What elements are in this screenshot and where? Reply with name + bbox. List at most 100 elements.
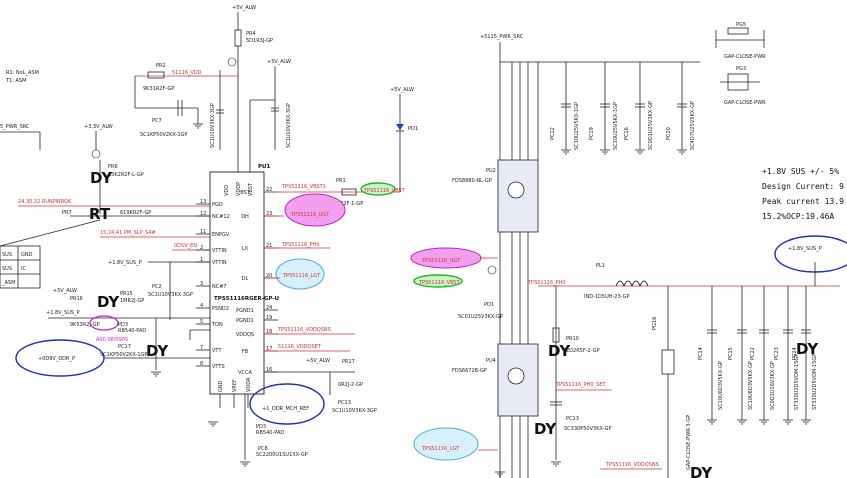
right-net-vbst: TPS51116_VBST (418, 280, 461, 286)
ic-pin-number: 5 (200, 319, 203, 325)
ic-pu1-body (209, 171, 265, 395)
ic-pin-name: NC#7 (212, 284, 227, 290)
ic-pin-name: TON (211, 322, 223, 328)
ic-pin-name: VDDA (246, 377, 252, 392)
gap2-label: GAP-CLOSE-PWR (724, 100, 766, 106)
note-cell: _ASM (1, 280, 15, 286)
dy-marker: DY (146, 342, 169, 360)
dy-marker: DY (534, 420, 557, 438)
pc2-value: SC1U10V3KX-3GP (148, 292, 193, 298)
fet-icon (507, 367, 525, 385)
pr1-ref: PR1 (336, 178, 346, 184)
pc2-ref: PC2 (152, 284, 162, 290)
cap-value: ST330U2D5VDM-15GP (812, 354, 818, 410)
net-en: 0DSV_EN (174, 243, 197, 249)
ground-icon (208, 421, 218, 427)
ic-pins-right: 22BST23DH21LX20DL24PGND119PGND118VDDQS17… (236, 187, 278, 376)
ground-icon (151, 371, 161, 377)
pr16-ref: PR16 (70, 296, 83, 302)
net-sus: +1.8V_SUS_P (108, 260, 142, 266)
ground-icon (561, 149, 571, 155)
ic-pin-number: 12 (200, 211, 206, 217)
ic-pin-name: PSND2 (212, 306, 229, 312)
ic-pin-number: 8 (200, 361, 203, 367)
note-cell: IC (21, 266, 26, 272)
ic-pin-number: 2 (200, 245, 203, 251)
markup-ellipse (275, 258, 325, 290)
cap-ref: PC15 (728, 347, 734, 360)
ddr-p-label: +0D9V_DDR_P (38, 356, 75, 362)
output-capacitors: PC14SC10U6D3V5KX-GPPC15SC10U6D3V5KX-GPPC… (698, 286, 818, 425)
markup-ellipse (413, 427, 479, 461)
test-point-icon (227, 57, 237, 67)
pc13-value: SC1U10V3KX-3GP (332, 408, 377, 414)
gap-pg5 (727, 27, 749, 35)
pc18-value: SC1U10V3KX-3GP (286, 103, 292, 148)
ic-pin-number: 13 (200, 199, 206, 205)
ic-pin-name: VTTS (212, 364, 225, 370)
v5-alw-top-label: +5V_ALW (232, 5, 256, 11)
ground-icon (600, 149, 610, 155)
ic-pin-number: 19 (266, 315, 272, 321)
ic-pin-number: 22 (266, 187, 272, 193)
right-net-vddqsns: TPS51116_VDDQSNS (605, 462, 659, 468)
pc8-ref: PC8 (258, 446, 268, 452)
pu4-value: FDS6672B-GP (452, 368, 487, 374)
pd1-right-ref: PD1 (484, 302, 494, 308)
ic-pin-number: 11 (200, 229, 206, 235)
ic-pin-name: DL (242, 276, 249, 282)
ic-pin-name: DH (241, 214, 249, 220)
dy-marker: DY (97, 293, 120, 311)
spec-design-current: Design Current: 9 (762, 182, 844, 191)
v5-alw-pd-label: +5V_ALW (390, 87, 414, 93)
markup-ellipse (284, 193, 346, 227)
pd1-ref: PD1 (408, 126, 418, 132)
ic-pin-name: PGND1 (236, 308, 254, 314)
net-lgt: TPS51116_LGT (282, 273, 321, 279)
ground-icon (737, 419, 747, 425)
markup-circle (249, 383, 325, 425)
net-runpwrok: 24,30,32 RUNPWROK (18, 199, 72, 205)
v5-alw-mid: +5V_ALW (306, 358, 330, 364)
ic-pin-name: VTT (212, 348, 222, 354)
pl1-value: IND-1D5UH-23-GP (584, 294, 630, 300)
ddr-ref-label: +1_DDR_MCH_REF (262, 406, 309, 412)
right-net-lgt: TPS51116_LGT (421, 446, 460, 452)
cap-value: SC10U6D3V5KX-GP (748, 361, 754, 410)
net-ph0-set: TPS51116_PH0_SET (555, 382, 606, 388)
ic-pin-number: 3 (200, 281, 203, 287)
spec-voltage: +1.8V SUS +/- 5% (762, 167, 839, 176)
ic-pin-name: VTTIN (212, 248, 227, 254)
pr4-value: 5D1R3J-GP (246, 38, 273, 44)
ground-icon (193, 123, 203, 129)
pc13-ref: PC13 (338, 400, 351, 406)
cap-ref: PC12 (550, 127, 556, 140)
resistor-pr10 (552, 327, 560, 343)
dy-marker: DY (796, 340, 819, 358)
pc8-value: SC2200U1SU1XX-GP (256, 452, 308, 458)
pc7-value: SC1KP50V2KX-1GP (140, 132, 187, 138)
pwr-src-left: 5_PWR_SRC (0, 124, 30, 130)
resistor-pr2 (147, 71, 165, 79)
ic-pin-name: VDDQS (236, 332, 254, 338)
pc13-right-value: SC330P50V3KX-GP (564, 426, 612, 432)
cap-ref: PC14 (698, 347, 704, 360)
note-r1: R1: NoL_ASM (6, 70, 39, 76)
pd3b-ref: PD3 (256, 424, 266, 430)
pc13-right-ref: PC13 (566, 416, 579, 422)
net-vddqset: 51116_VDDQSET (278, 344, 322, 350)
ic-pin-number: 16 (266, 367, 272, 373)
pc17-ref: PC17 (118, 344, 131, 350)
note-cell: GND (21, 252, 33, 258)
ic-pin-name: VDD (224, 185, 230, 196)
inductor-icon (615, 280, 649, 288)
pr2-net: 51116_VDD (172, 70, 202, 76)
note-t1: T1: ASM (5, 78, 26, 84)
pr7-value: 619KR2F-GP (120, 210, 151, 216)
ground-icon (635, 149, 645, 155)
pg16-ref: PG16 (652, 317, 658, 330)
ic-pin-number: 4 (200, 303, 203, 309)
